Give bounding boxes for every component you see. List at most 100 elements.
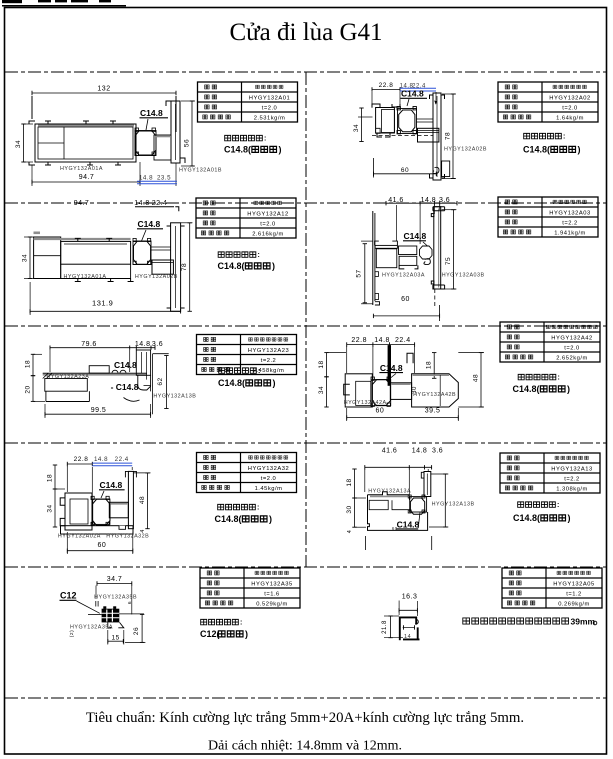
svg-text:99.5: 99.5 — [91, 407, 107, 414]
svg-text:26: 26 — [133, 627, 140, 635]
svg-text:C14.8(: C14.8( — [218, 378, 245, 388]
svg-text:t=2.2: t=2.2 — [562, 220, 578, 226]
svg-text:131.9: 131.9 — [92, 299, 113, 308]
svg-text:79.6: 79.6 — [81, 341, 97, 348]
svg-text:1.64kg/m: 1.64kg/m — [556, 115, 584, 121]
svg-text:): ) — [273, 378, 276, 388]
svg-text:22.4: 22.4 — [395, 337, 411, 344]
svg-text:60: 60 — [401, 167, 409, 174]
svg-text:14.8: 14.8 — [94, 456, 108, 463]
svg-text:Cửa đi lùa G41: Cửa đi lùa G41 — [229, 19, 382, 46]
svg-text:18: 18 — [318, 360, 325, 368]
svg-text::: : — [264, 136, 266, 143]
svg-text:2.531kg/m: 2.531kg/m — [254, 115, 286, 121]
svg-text:14.8: 14.8 — [412, 448, 428, 455]
svg-text:41.6: 41.6 — [382, 448, 398, 455]
svg-text:39mm: 39mm — [571, 616, 596, 626]
svg-text:C12: C12 — [60, 591, 77, 601]
svg-text:62: 62 — [157, 377, 164, 385]
svg-text:C14.8: C14.8 — [404, 231, 427, 241]
svg-text:C14.8(: C14.8( — [523, 145, 550, 155]
svg-text:(2): (2) — [69, 630, 75, 637]
svg-text:): ) — [578, 145, 581, 155]
svg-text:- C14.8: - C14.8 — [111, 382, 139, 392]
svg-text:C14.8: C14.8 — [100, 480, 123, 490]
svg-text:34.7: 34.7 — [107, 576, 123, 583]
svg-text:t=2.2: t=2.2 — [564, 476, 580, 482]
svg-text:HYGY132A02B: HYGY132A02B — [135, 274, 178, 280]
svg-text:94.7: 94.7 — [74, 200, 90, 207]
svg-text::: : — [258, 252, 260, 259]
svg-text:): ) — [269, 514, 272, 524]
svg-text:Dải cách nhiệt: 14.8mm và 12mm: Dải cách nhiệt: 14.8mm và 12mm. — [208, 739, 402, 754]
svg-text:14.8: 14.8 — [400, 83, 414, 89]
svg-text:18: 18 — [346, 478, 353, 486]
svg-text:14.8: 14.8 — [139, 175, 153, 182]
svg-text:48: 48 — [473, 374, 480, 382]
svg-text:78: 78 — [181, 263, 188, 271]
svg-text:HYGY132A01: HYGY132A01 — [249, 95, 290, 101]
svg-text:C14.8: C14.8 — [401, 89, 424, 99]
svg-text:60: 60 — [376, 408, 385, 415]
svg-text:C14.8(: C14.8( — [224, 145, 251, 155]
svg-text::: : — [563, 134, 565, 141]
svg-text:0.529kg/m: 0.529kg/m — [256, 601, 288, 607]
svg-text:t=2.2: t=2.2 — [261, 358, 277, 364]
svg-text:2.652kg/m: 2.652kg/m — [556, 355, 588, 361]
svg-text:14.8: 14.8 — [134, 200, 150, 207]
svg-text:60: 60 — [392, 526, 398, 531]
svg-text:18: 18 — [426, 361, 433, 369]
svg-text:34: 34 — [318, 386, 325, 394]
svg-text:30: 30 — [412, 386, 418, 394]
svg-text::: : — [258, 368, 260, 375]
svg-text:1.308kg/m: 1.308kg/m — [556, 486, 588, 492]
svg-text:HYGY132A01B: HYGY132A01B — [179, 168, 222, 174]
svg-text:41.6: 41.6 — [388, 197, 404, 204]
svg-text:HYGY132A23A: HYGY132A23A — [46, 374, 89, 380]
svg-text:HYGY132A35B: HYGY132A35B — [94, 595, 137, 601]
svg-text:60: 60 — [98, 542, 107, 549]
svg-text::: : — [558, 375, 560, 382]
svg-text:HYGY132A03A: HYGY132A03A — [382, 273, 425, 279]
svg-text:): ) — [272, 261, 275, 271]
svg-text:20: 20 — [25, 385, 32, 393]
svg-text:22.8: 22.8 — [379, 82, 394, 89]
svg-text:22.4: 22.4 — [152, 200, 168, 207]
svg-text::: : — [240, 620, 242, 627]
svg-text:22.8: 22.8 — [351, 337, 367, 344]
svg-text:34: 34 — [15, 140, 22, 148]
svg-text:HYGY132A42B: HYGY132A42B — [413, 392, 456, 398]
svg-text:C14.8: C14.8 — [397, 519, 420, 529]
svg-text:14.8: 14.8 — [135, 341, 151, 348]
svg-text:6: 6 — [127, 601, 133, 604]
svg-text:60: 60 — [401, 296, 410, 303]
svg-text:t=2.0: t=2.0 — [562, 105, 578, 111]
svg-text:22.4: 22.4 — [115, 456, 129, 463]
svg-text:75: 75 — [445, 257, 452, 265]
svg-text:HYGY132A01A: HYGY132A01A — [64, 274, 107, 280]
svg-text:HYGY132A03: HYGY132A03 — [549, 210, 590, 216]
svg-text:t=1.2: t=1.2 — [566, 591, 582, 597]
svg-text:HYGY132A02: HYGY132A02 — [549, 95, 590, 101]
svg-text:1.941kg/m: 1.941kg/m — [554, 230, 586, 236]
svg-text:2.616kg/m: 2.616kg/m — [252, 231, 284, 237]
svg-text:t=2.0: t=2.0 — [262, 105, 278, 111]
svg-text:HYGY132A02A: HYGY132A02A — [58, 534, 101, 540]
svg-text:): ) — [279, 145, 282, 155]
svg-text:HYGY132A35: HYGY132A35 — [251, 581, 292, 587]
svg-text:15: 15 — [111, 635, 119, 642]
svg-text:HYGY132A13A: HYGY132A13A — [368, 488, 411, 494]
svg-text:1.45kg/m: 1.45kg/m — [255, 486, 283, 492]
svg-text:t=1.6: t=1.6 — [264, 591, 280, 597]
svg-text:56: 56 — [184, 139, 191, 147]
svg-text:4: 4 — [140, 529, 146, 533]
svg-text:57: 57 — [356, 269, 363, 277]
svg-text:C14.8(: C14.8( — [513, 513, 540, 523]
svg-text:HYGY132A03B: HYGY132A03B — [442, 273, 485, 279]
svg-text:HYGY132A13: HYGY132A13 — [551, 466, 592, 472]
svg-text:14.8: 14.8 — [421, 197, 437, 204]
svg-text:HYGY132A01A: HYGY132A01A — [60, 166, 103, 172]
svg-text:t=2.0: t=2.0 — [261, 476, 277, 482]
svg-text:HYGY132A02B: HYGY132A02B — [444, 147, 487, 153]
svg-text:18: 18 — [25, 360, 32, 368]
